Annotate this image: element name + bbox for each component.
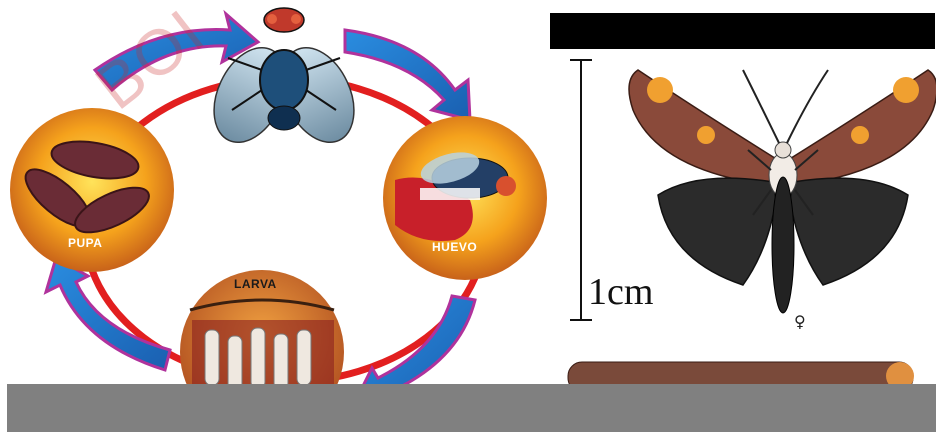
redaction-bar (7, 384, 936, 432)
pupa-label: PUPA (68, 236, 102, 250)
moth-specimen-panel: 1cm ♀ (548, 0, 936, 432)
larva-label: LARVA (234, 277, 277, 291)
moth-illustration (548, 0, 936, 432)
huevo-stage (383, 116, 547, 280)
female-symbol: ♀ (794, 312, 806, 331)
moth (629, 70, 936, 313)
cycle-arrow-bottom-left (46, 258, 170, 370)
fly-life-cycle-diagram: BOI PUPA HUEVO LARVA (0, 0, 548, 432)
scale-label: 1cm (588, 270, 653, 314)
huevo-label: HUEVO (432, 240, 477, 254)
